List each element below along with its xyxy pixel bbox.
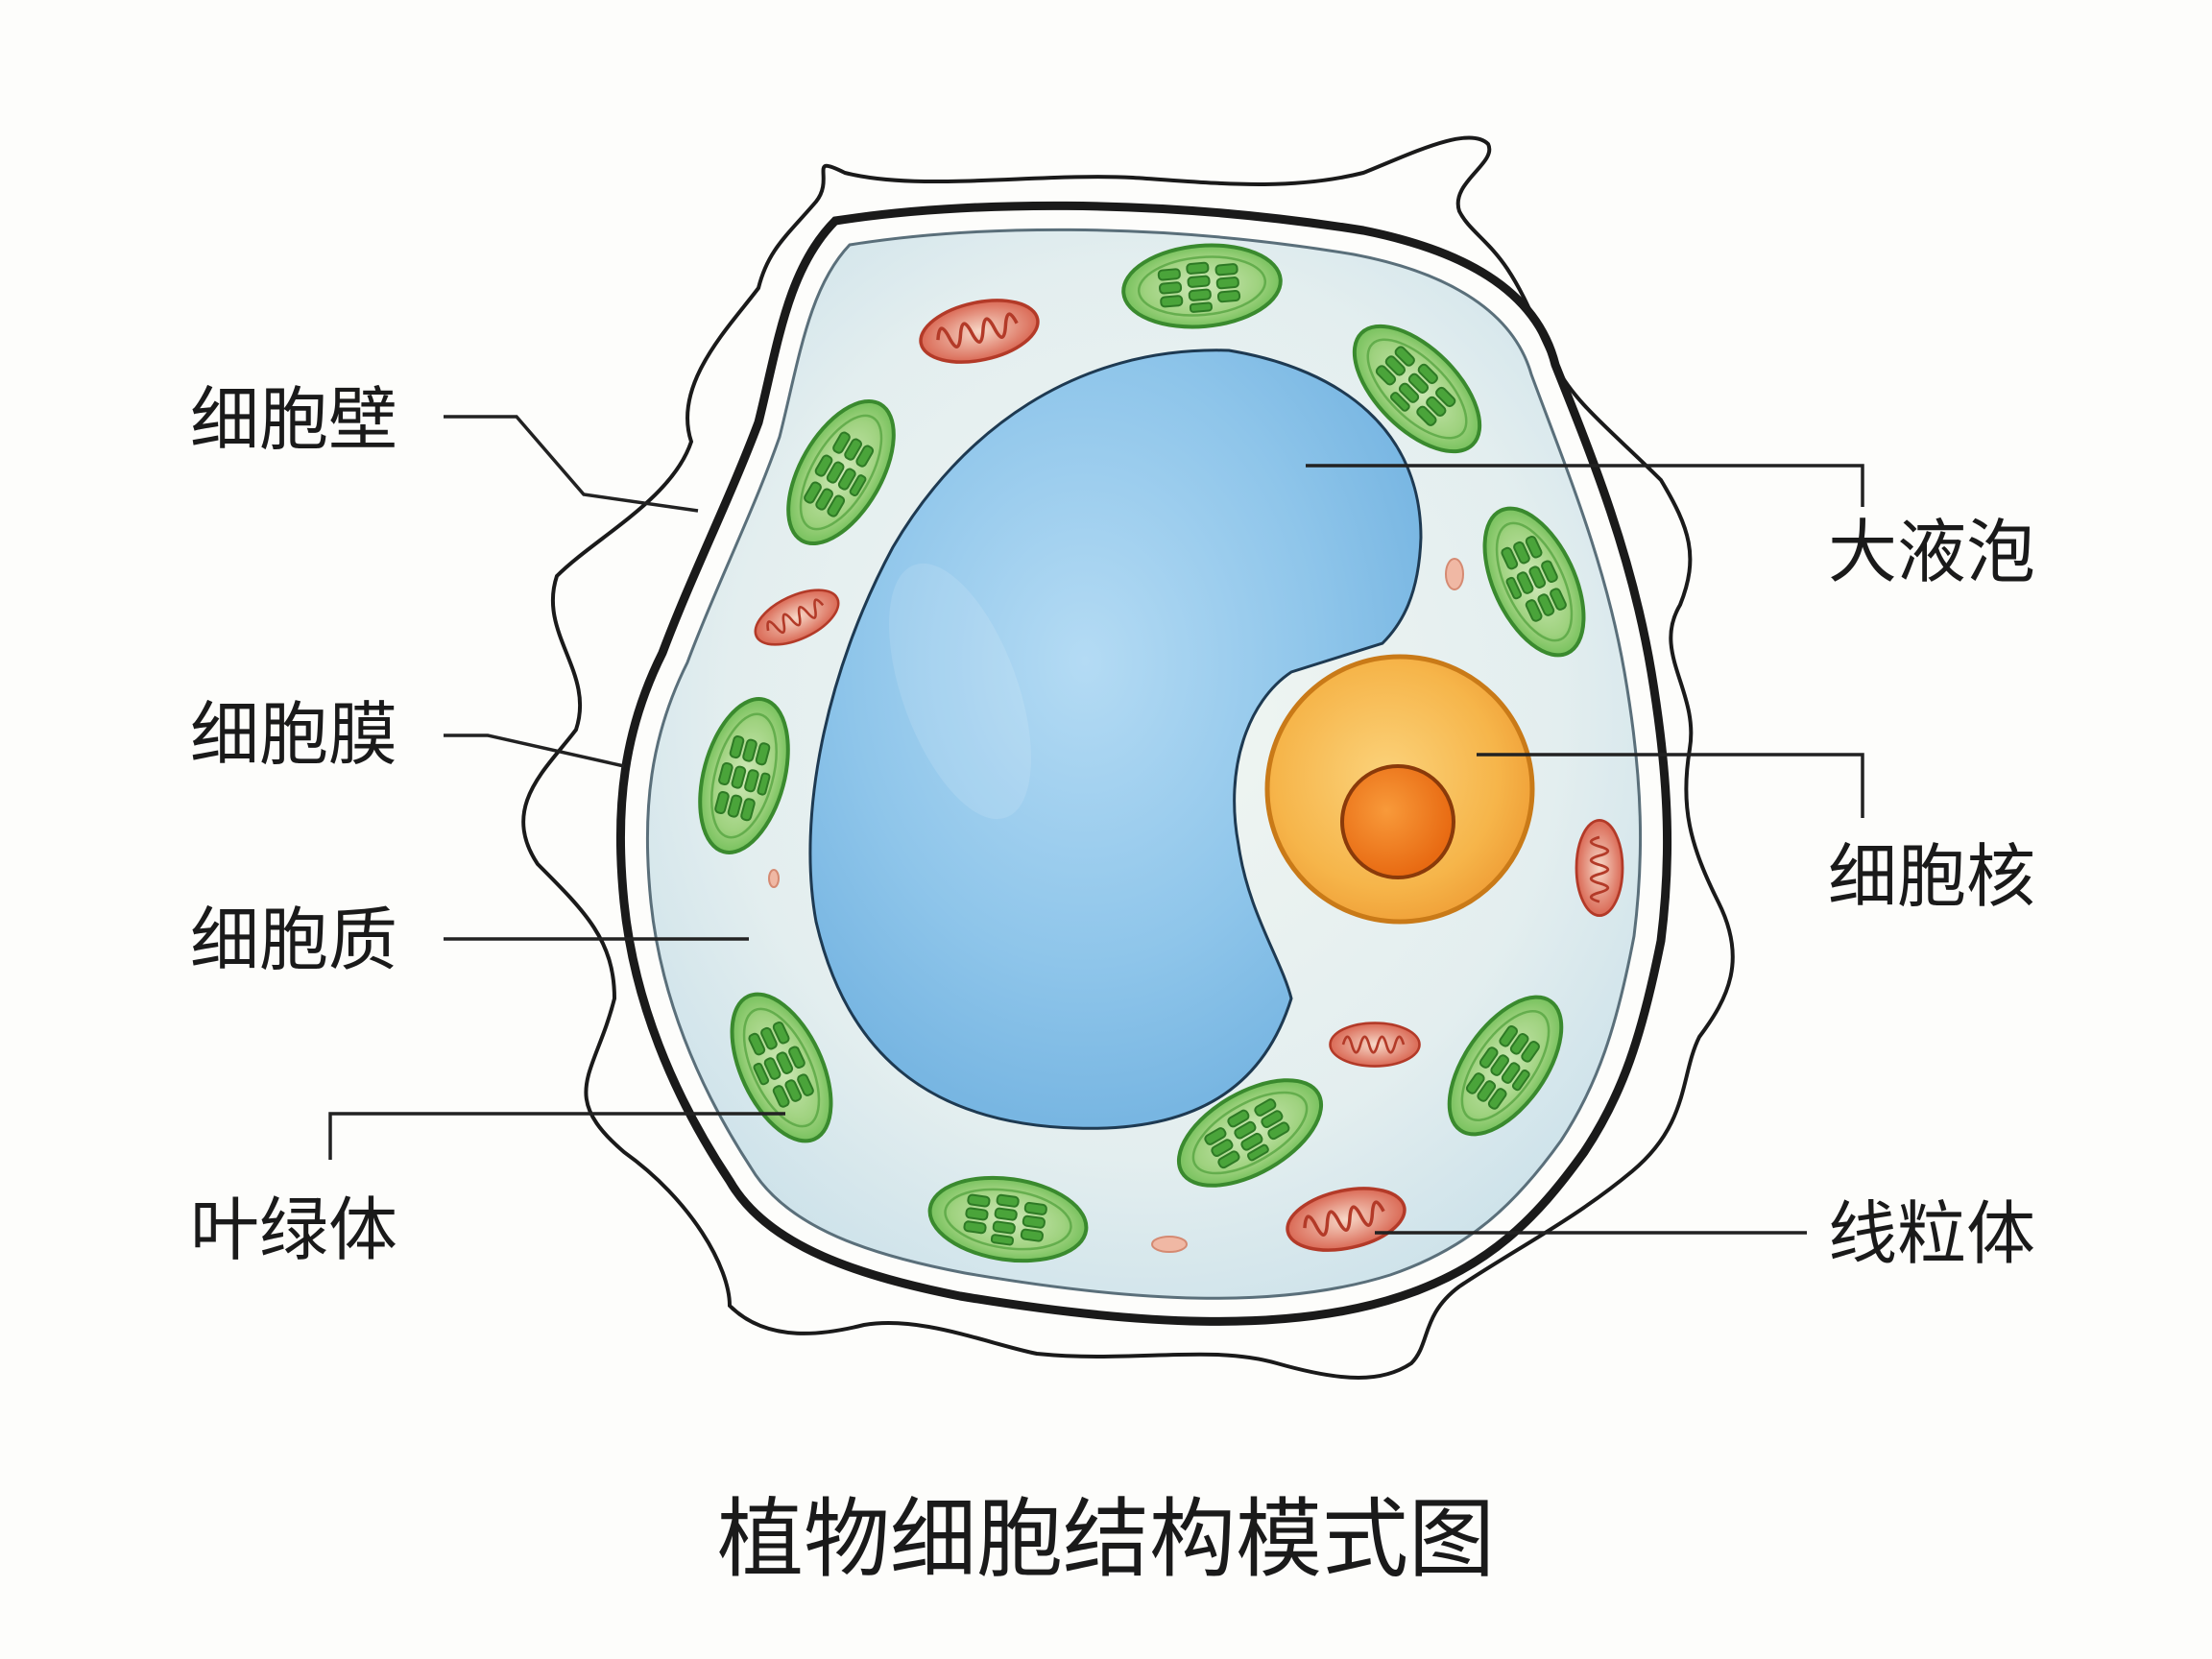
leader-vacuole bbox=[1306, 464, 1864, 507]
mitochondrion bbox=[1575, 819, 1624, 917]
label-vacuole: 大液泡 bbox=[1828, 512, 2035, 592]
label-chloroplast: 叶绿体 bbox=[190, 1190, 397, 1270]
label-mitochondrion: 线粒体 bbox=[1828, 1193, 2035, 1274]
vacuole bbox=[808, 349, 1423, 1130]
leader-cell-wall bbox=[444, 415, 699, 513]
vesicles bbox=[768, 558, 1464, 1253]
leader-nucleus bbox=[1477, 753, 1864, 818]
label-cell-wall: 细胞壁 bbox=[190, 379, 397, 460]
cell-wall-inner bbox=[615, 201, 1672, 1326]
leader-chloroplast bbox=[328, 1112, 785, 1160]
mitochondrion bbox=[1329, 1022, 1421, 1068]
nucleolus bbox=[1340, 764, 1455, 879]
diagram-title: 植物细胞结构模式图 bbox=[717, 1489, 1495, 1590]
leader-cell-membrane bbox=[444, 733, 625, 768]
label-cell-membrane: 细胞膜 bbox=[190, 694, 397, 775]
label-nucleus: 细胞核 bbox=[1828, 836, 2035, 917]
label-cytoplasm: 细胞质 bbox=[190, 900, 397, 980]
